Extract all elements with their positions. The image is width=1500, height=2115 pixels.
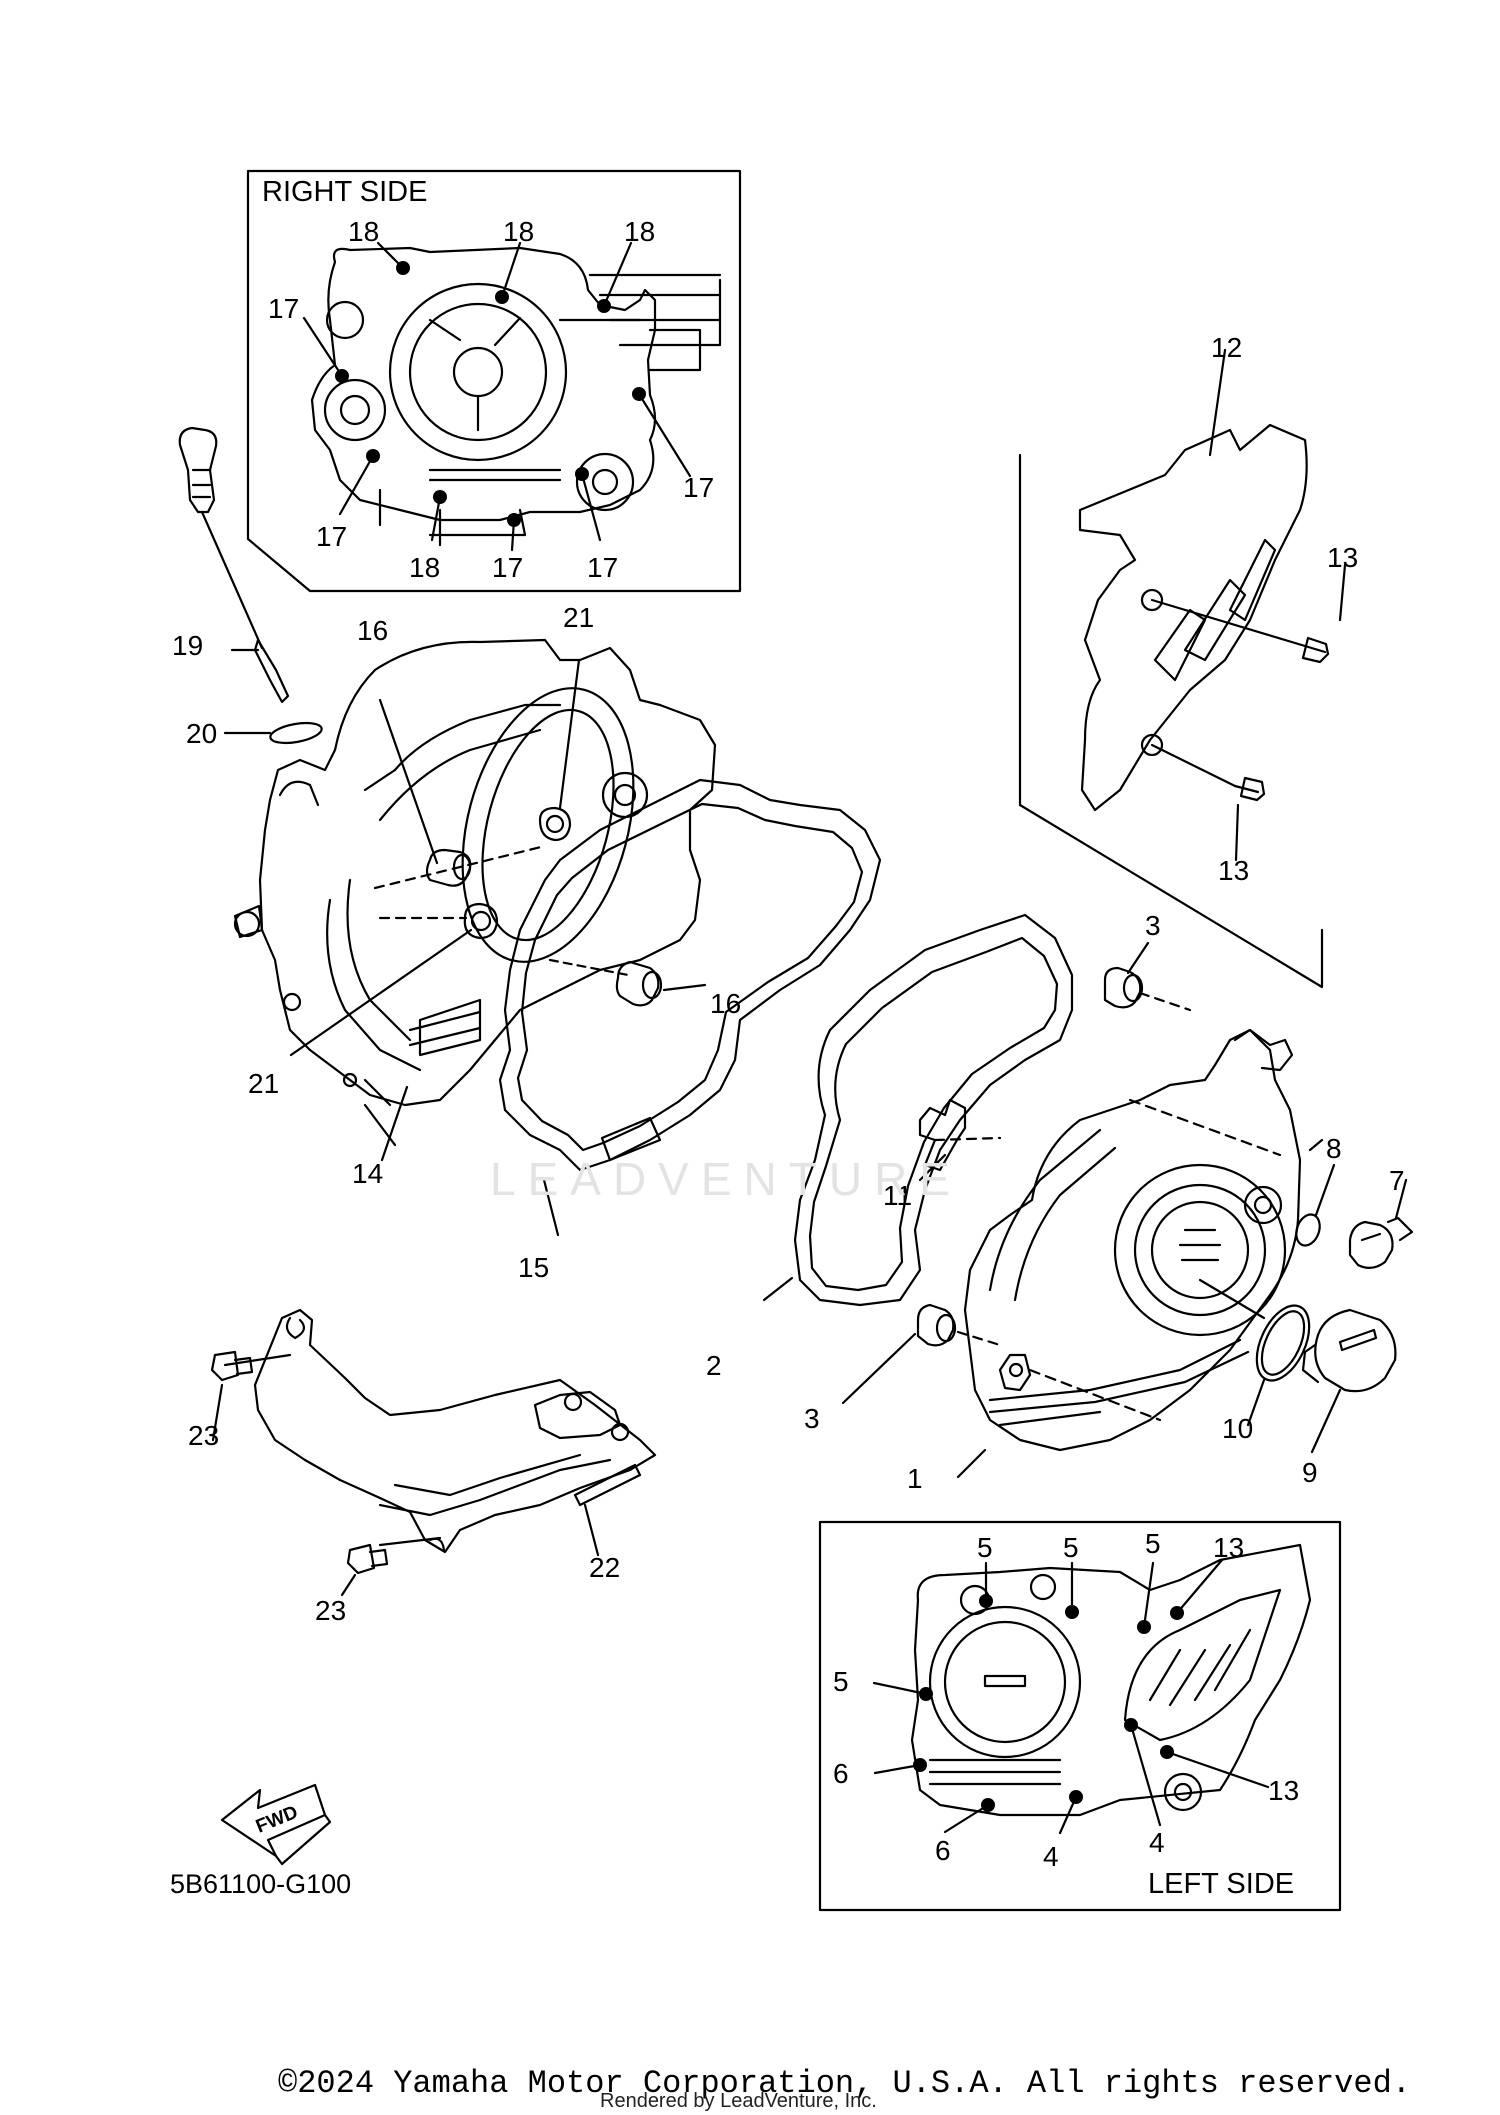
- callout-7: 7: [1389, 1165, 1405, 1196]
- callout-3: 3: [804, 1403, 820, 1434]
- callout-18: 18: [624, 216, 655, 247]
- callout-6: 6: [935, 1835, 951, 1866]
- left-side-title: LEFT SIDE: [1148, 1868, 1294, 1900]
- callout-17: 17: [587, 552, 618, 583]
- callout-21: 21: [563, 602, 594, 633]
- callout-4: 4: [1043, 1841, 1059, 1872]
- callout-17: 17: [316, 521, 347, 552]
- callout-17: 17: [683, 472, 714, 503]
- callout-labels: RIGHT SIDE 18 18 18 17 17 17 18 17 17 12…: [170, 176, 1405, 1900]
- crankcase-part-14: [233, 638, 717, 1162]
- callout-4: 4: [1149, 1827, 1165, 1858]
- callout-5: 5: [833, 1666, 849, 1697]
- callout-15: 15: [518, 1252, 549, 1283]
- right-side-title: RIGHT SIDE: [262, 176, 427, 208]
- callout-23: 23: [188, 1420, 219, 1451]
- callout-16: 16: [357, 615, 388, 646]
- callout-8: 8: [1326, 1133, 1342, 1164]
- right-side-inset: [246, 169, 742, 593]
- callout-11: 11: [883, 1180, 912, 1211]
- callout-21: 21: [248, 1068, 279, 1099]
- callout-18: 18: [348, 216, 379, 247]
- callout-18: 18: [503, 216, 534, 247]
- callout-5: 5: [977, 1532, 993, 1563]
- callout-19: 19: [172, 630, 203, 661]
- copyright-notice: ©2024 Yamaha Motor Corporation, U.S.A. A…: [278, 2065, 1411, 2102]
- callout-3: 3: [1145, 910, 1161, 941]
- callout-23: 23: [315, 1595, 346, 1626]
- callout-10: 10: [1222, 1413, 1253, 1444]
- callout-22: 22: [589, 1552, 620, 1583]
- diagram-code: 5B61100-G100: [170, 1869, 351, 1899]
- callout-14: 14: [352, 1158, 383, 1189]
- guard-part-22: [210, 1308, 657, 1597]
- crankcase-cover-part-1: [956, 1028, 1414, 1479]
- watermark: LEADVENTURE: [490, 1153, 962, 1205]
- callout-18: 18: [409, 552, 440, 583]
- callout-13: 13: [1268, 1775, 1299, 1806]
- forward-arrow-icon: [220, 1783, 332, 1866]
- dipstick-part-19: [178, 426, 323, 745]
- rendered-by-note: Rendered by LeadVenture, Inc.: [600, 2090, 877, 2112]
- callout-1: 1: [907, 1463, 923, 1494]
- gasket-part-15: [498, 778, 882, 1237]
- callout-5: 5: [1063, 1532, 1079, 1563]
- callout-2: 2: [706, 1350, 722, 1381]
- callout-20: 20: [186, 718, 217, 749]
- callout-13: 13: [1213, 1532, 1244, 1563]
- callout-13: 13: [1327, 542, 1358, 573]
- left-side-inset: [818, 1520, 1342, 1912]
- callout-16: 16: [710, 988, 741, 1019]
- sprocket-cover-part-12: [1018, 348, 1347, 989]
- callout-17: 17: [268, 293, 299, 324]
- gasket-part-2: [762, 913, 1192, 1405]
- callout-5: 5: [1145, 1528, 1161, 1559]
- callout-6: 6: [833, 1758, 849, 1789]
- callout-17: 17: [492, 552, 523, 583]
- callout-13: 13: [1218, 855, 1249, 886]
- callout-9: 9: [1302, 1457, 1318, 1488]
- callout-12: 12: [1211, 332, 1242, 363]
